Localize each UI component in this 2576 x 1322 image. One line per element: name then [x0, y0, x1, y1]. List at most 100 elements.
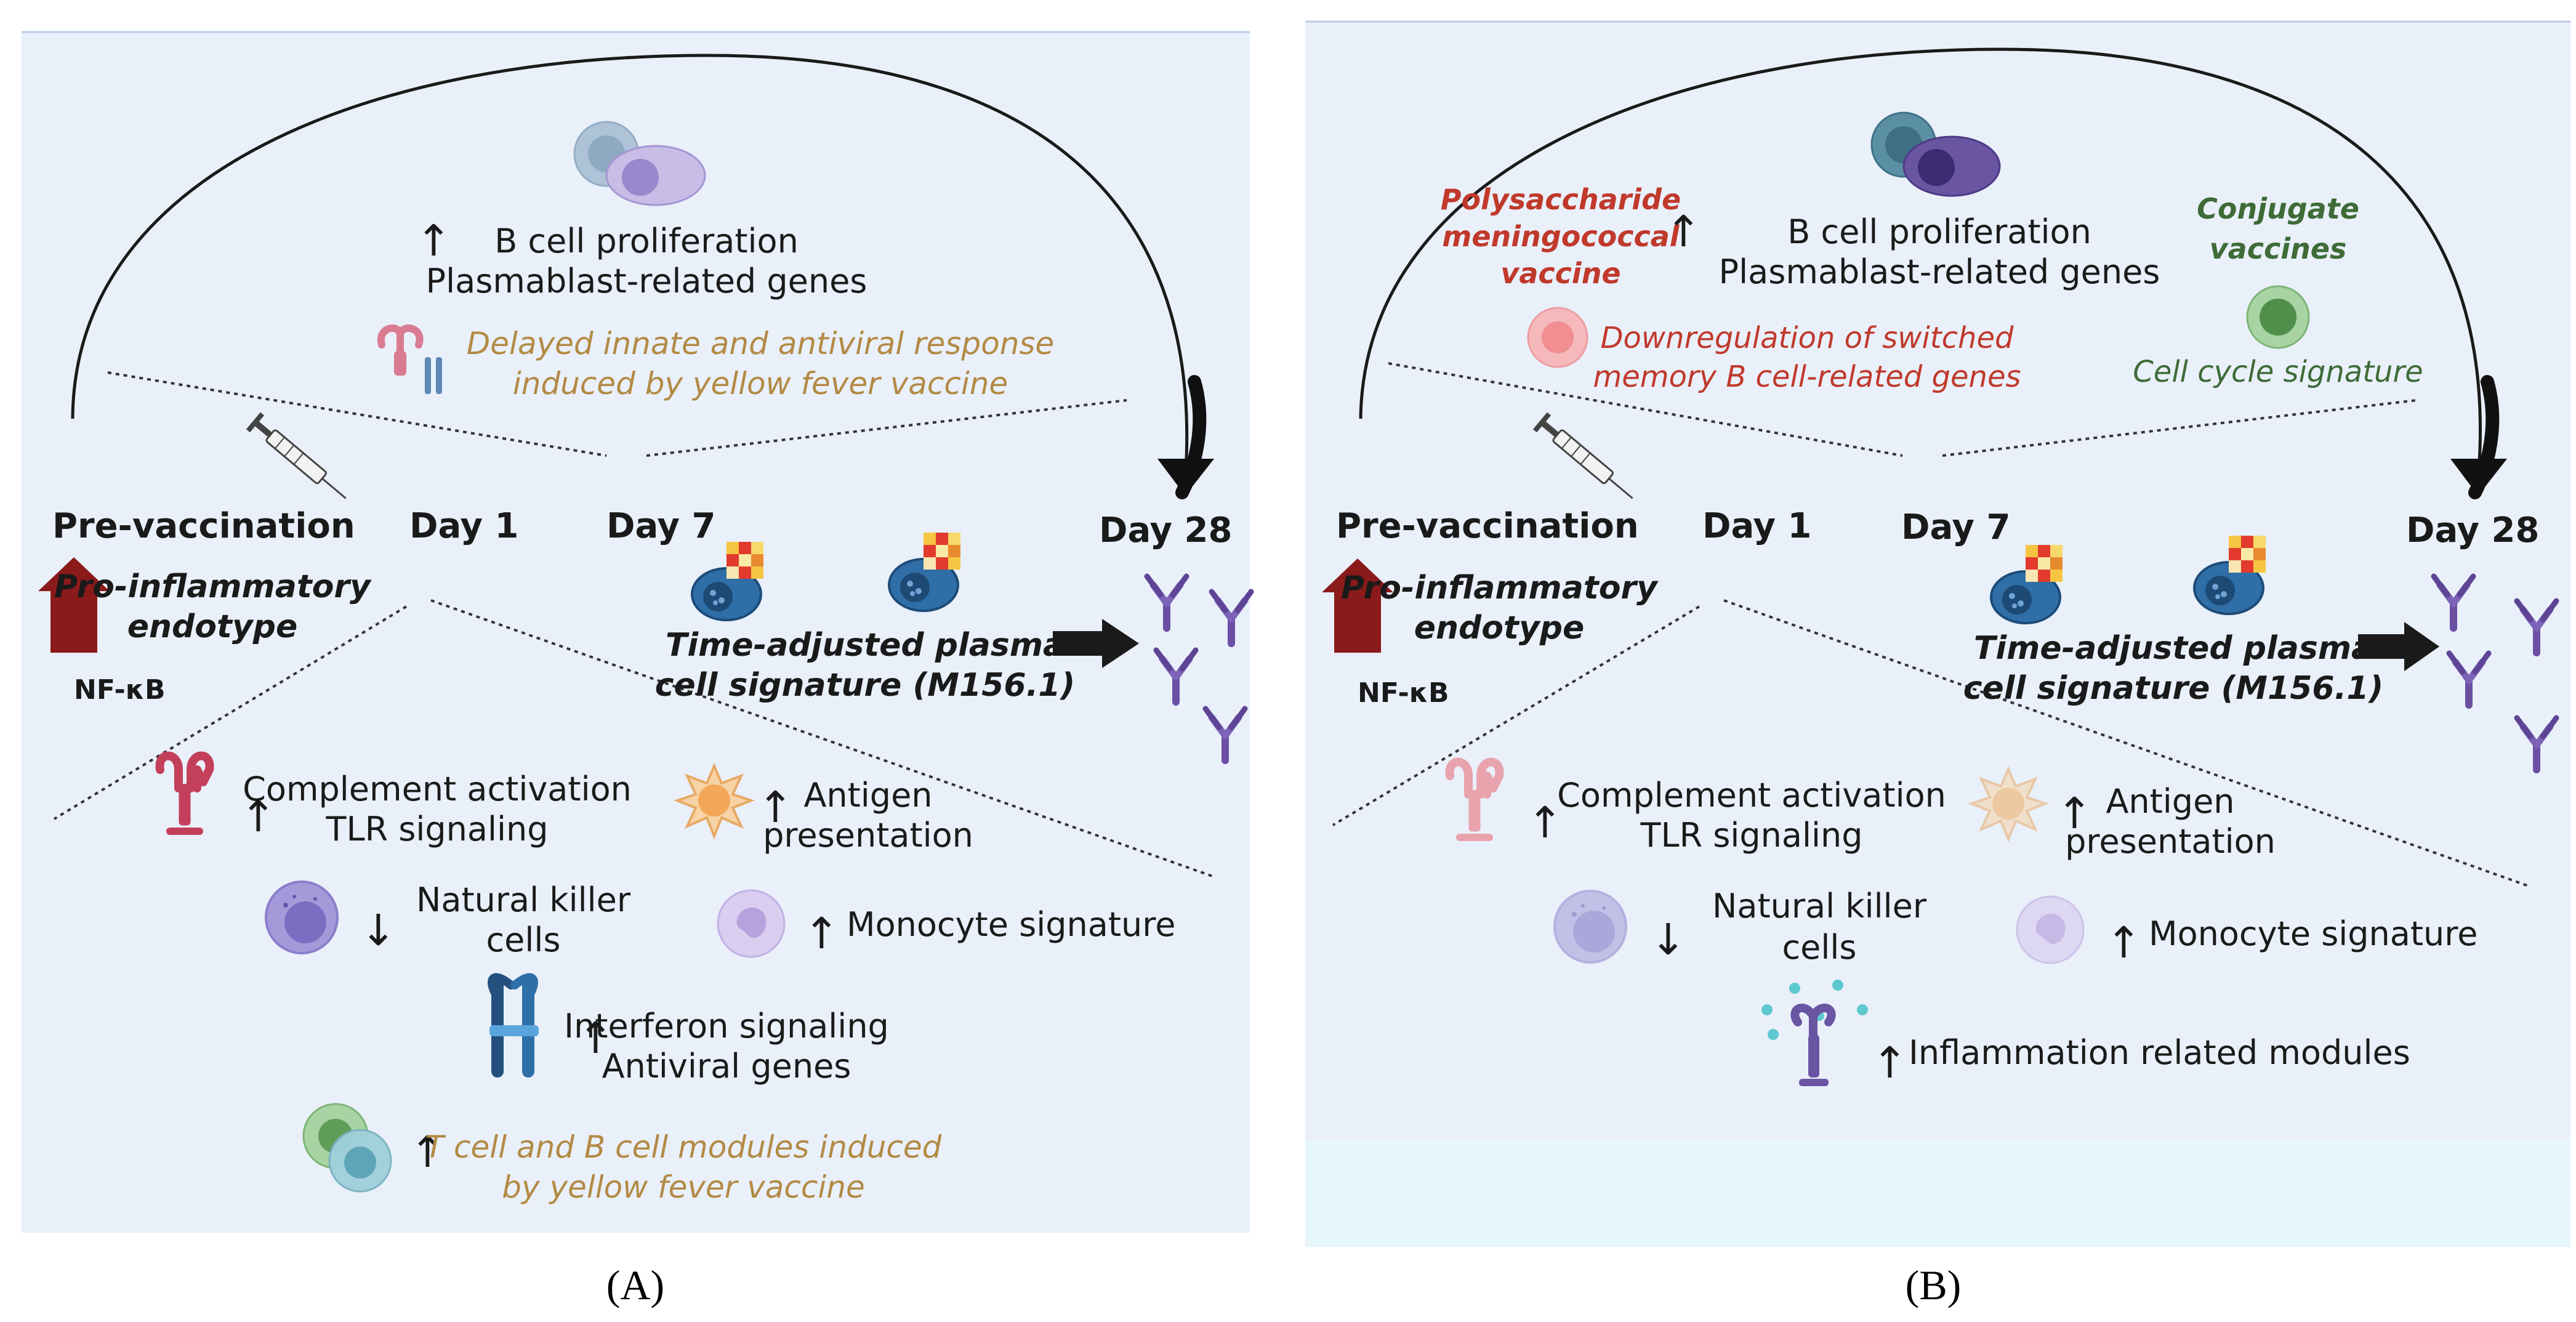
tb-text-1: T cell and B cell modules induced — [425, 1129, 942, 1165]
plasma-text-1: Time-adjusted plasma — [666, 627, 1065, 664]
polysaccharide-text-2: meningococcal — [1442, 220, 1680, 253]
upper-text-1: B cell proliferation — [1787, 212, 2091, 251]
arc-arrowhead — [1157, 459, 1214, 496]
up-arrow: ↑ — [757, 782, 794, 832]
interferon-text-2: Antiviral genes — [602, 1047, 851, 1086]
pro-inflammatory-text-2: endotype — [1414, 610, 1584, 647]
timeline-arc — [71, 54, 1189, 481]
upper-text-2: Plasmablast-related genes — [426, 262, 867, 300]
plasma-to-antibody-arrow — [1053, 619, 1139, 668]
monocyte-text: Monocyte signature — [2149, 914, 2477, 953]
panel-letter-a: (A) — [606, 1262, 664, 1308]
pro-inflammatory-text-2: endotype — [127, 608, 297, 645]
dendritic-cell-icon — [1970, 768, 2047, 840]
t-b-cell-icon — [302, 1103, 392, 1193]
complement-text-2: TLR signaling — [326, 810, 549, 848]
nk-text-2: cells — [1782, 928, 1856, 967]
inflammation-receptor-icon — [1761, 980, 1868, 1086]
downregulation-text-2: memory B cell-related genes — [1593, 360, 2021, 394]
yellow-fever-text-1: Delayed innate and antiviral response — [467, 326, 1054, 361]
up-arrow: ↑ — [1872, 1038, 1908, 1088]
up-arrow: ↑ — [1527, 797, 1563, 848]
plasma-to-antibody-arrow — [2358, 622, 2439, 671]
pro-inflammatory-arrow — [38, 557, 110, 653]
memory-b-cell-icon — [1527, 307, 1588, 368]
lower-dotted-line-right — [1723, 599, 2531, 888]
upper-dotted-line-right — [646, 399, 1127, 457]
up-arrow: ↑ — [409, 1127, 446, 1177]
dendritic-cell-icon — [676, 765, 752, 837]
antigen-text-2: presentation — [763, 816, 973, 855]
panel-b: Polysaccharide meningococcal vaccine ↑ B… — [1305, 20, 2570, 1308]
nk-text-1: Natural killer — [416, 881, 631, 919]
interferon-text-1: Interferon signaling — [564, 1007, 889, 1046]
label-day-28: Day 28 — [1099, 510, 1232, 550]
pro-inflammatory-arrow — [1322, 558, 1393, 653]
polysaccharide-text-3: vaccine — [1500, 257, 1620, 290]
nk-text-2: cells — [486, 921, 560, 959]
cell-cycle-icon — [2246, 285, 2310, 349]
up-arrow: ↑ — [803, 908, 840, 959]
label-day-1: Day 1 — [1702, 506, 1812, 546]
label-day-1: Day 1 — [409, 506, 519, 546]
b-cell-icon — [1870, 111, 2001, 197]
complement-text-1: Complement activation — [1557, 776, 1946, 815]
polysaccharide-text-1: Polysaccharide — [1441, 183, 1681, 216]
inflammation-text: Inflammation related modules — [1909, 1033, 2410, 1072]
heatmap-icon — [2229, 536, 2266, 573]
plasma-text-2: cell signature (M156.1) — [1963, 670, 2384, 707]
label-day-7: Day 7 — [606, 506, 716, 546]
receptor-icon — [377, 324, 442, 394]
monocyte-icon — [717, 889, 786, 958]
nk-cell-icon — [265, 881, 339, 954]
pro-inflammatory-text-1: Pro-inflammatory — [54, 568, 372, 605]
arc-arrowhead — [2450, 459, 2507, 496]
panel-b-background — [1305, 22, 2570, 1139]
panel-letter-b: (B) — [1906, 1262, 1962, 1308]
antigen-text-2: presentation — [2065, 822, 2276, 861]
label-day-28: Day 28 — [2406, 510, 2539, 550]
lower-dotted-line-left — [1332, 605, 1701, 826]
nfkb-label: NF-κB — [1358, 677, 1449, 709]
antigen-text-1: Antigen — [2106, 782, 2234, 821]
tb-text-2: by yellow fever vaccine — [502, 1169, 864, 1205]
heatmap-icon — [2026, 545, 2063, 582]
antigen-text-1: Antigen — [803, 776, 932, 815]
upper-text-1: B cell proliferation — [494, 222, 799, 260]
conjugate-text-2: vaccines — [2210, 232, 2347, 265]
up-arrow: ↑ — [578, 1013, 614, 1063]
up-arrow: ↑ — [2056, 788, 2093, 839]
panel-a: ↑ B cell proliferation Plasmablast-relat… — [22, 31, 1251, 1308]
down-arrow: ↓ — [360, 905, 396, 956]
down-arrow: ↓ — [1650, 914, 1686, 965]
up-arrow: ↑ — [2106, 917, 2142, 968]
label-pre-vaccination: Pre-vaccination — [52, 506, 355, 546]
panel-b-footer-band — [1305, 1139, 2570, 1247]
upper-dotted-line-left — [1388, 362, 1903, 457]
downregulation-text-1: Downregulation of switched — [1601, 321, 2014, 355]
up-arrow: ↑ — [416, 216, 452, 266]
monocyte-icon — [2016, 895, 2085, 964]
lower-dotted-line-right — [430, 599, 1217, 879]
heatmap-icon — [924, 533, 960, 570]
up-arrow: ↑ — [1665, 206, 1702, 257]
label-pre-vaccination: Pre-vaccination — [1336, 506, 1639, 546]
pro-inflammatory-text-1: Pro-inflammatory — [1341, 570, 1659, 607]
nk-text-1: Natural killer — [1712, 887, 1927, 925]
label-day-7: Day 7 — [1901, 507, 2011, 547]
nfkb-label: NF-κB — [74, 674, 166, 706]
interferon-receptor-icon — [488, 973, 539, 1078]
heatmap-icon — [727, 542, 763, 579]
upper-text-2: Plasmablast-related genes — [1719, 252, 2160, 291]
timeline-arc — [1359, 47, 2482, 481]
panel-a-background — [22, 32, 1250, 1233]
up-arrow: ↑ — [240, 791, 276, 842]
nk-cell-icon — [1553, 890, 1627, 964]
plasma-text-1: Time-adjusted plasma — [1974, 630, 2373, 667]
conjugate-text-1: Conjugate — [2197, 192, 2359, 225]
cell-cycle-text: Cell cycle signature — [2133, 355, 2423, 389]
complement-text-1: Complement activation — [243, 770, 632, 808]
plasma-text-2: cell signature (M156.1) — [655, 667, 1076, 704]
yellow-fever-text-2: induced by yellow fever vaccine — [513, 366, 1008, 401]
